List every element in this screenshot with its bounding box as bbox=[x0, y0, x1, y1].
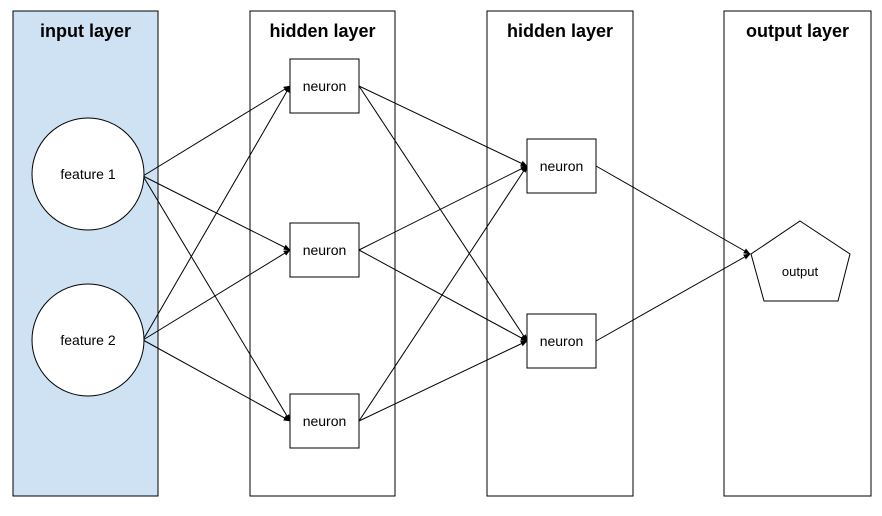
edge bbox=[358, 165, 528, 251]
edge bbox=[595, 253, 751, 342]
edge bbox=[142, 85, 291, 177]
neuron-label: neuron bbox=[540, 158, 584, 174]
edges-hidden-2-to-output bbox=[595, 165, 751, 342]
hidden-2-node-2: neuron bbox=[526, 313, 597, 369]
neuron-label: neuron bbox=[303, 413, 347, 429]
neuron-label: neuron bbox=[540, 333, 584, 349]
input-layer-panel bbox=[12, 10, 159, 497]
output-node-label: output bbox=[782, 264, 819, 279]
edge bbox=[358, 340, 528, 422]
edge bbox=[595, 165, 751, 255]
neuron-label: neuron bbox=[303, 242, 347, 258]
edge bbox=[358, 85, 528, 342]
input-layer-title: input layer bbox=[40, 21, 131, 41]
edge bbox=[142, 339, 291, 422]
hidden-layer-2-title: hidden layer bbox=[507, 21, 613, 41]
edge bbox=[142, 175, 291, 422]
edge bbox=[142, 85, 291, 341]
input-node-label: feature 2 bbox=[60, 332, 115, 348]
hidden-1-node-1: neuron bbox=[289, 58, 360, 114]
edges-hidden-1-to-hidden-2 bbox=[358, 85, 528, 422]
edge bbox=[142, 249, 291, 341]
hidden-layer-2-panel bbox=[486, 10, 634, 497]
output-node: output bbox=[750, 220, 851, 302]
neuron-label: neuron bbox=[303, 78, 347, 94]
hidden-1-node-2: neuron bbox=[289, 222, 360, 278]
edge bbox=[358, 249, 528, 342]
hidden-1-node-3: neuron bbox=[289, 393, 360, 449]
input-node-feature-2: feature 2 bbox=[31, 283, 145, 397]
edge bbox=[358, 165, 528, 422]
edges-input-to-hidden-1 bbox=[142, 85, 291, 422]
input-node-feature-1: feature 1 bbox=[31, 117, 145, 231]
input-node-label: feature 1 bbox=[60, 166, 115, 182]
edge bbox=[358, 85, 528, 167]
hidden-2-node-1: neuron bbox=[526, 138, 597, 194]
hidden-layer-1-title: hidden layer bbox=[269, 21, 375, 41]
output-layer-title: output layer bbox=[746, 21, 849, 41]
